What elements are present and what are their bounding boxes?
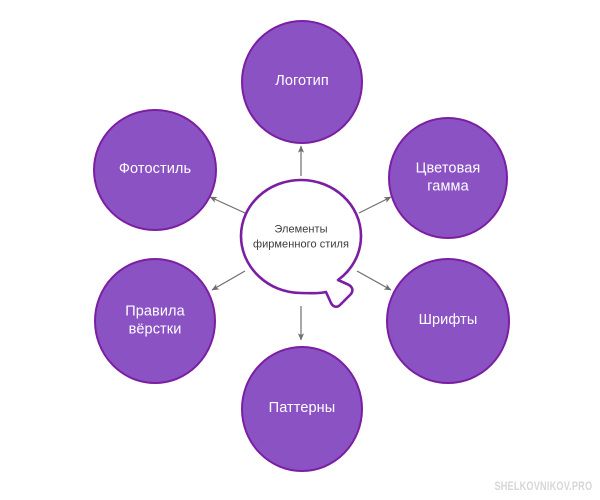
arrow-up-left bbox=[209, 196, 246, 214]
arrow-down-right bbox=[356, 270, 392, 291]
central-bubble-shape[interactable] bbox=[239, 178, 363, 309]
node-circle-shrifty[interactable] bbox=[386, 258, 510, 384]
node-circle-fotostil[interactable] bbox=[93, 109, 217, 231]
node-circle-pravila-verstki[interactable] bbox=[94, 258, 216, 384]
node-circle-cvetovaya-gamma[interactable] bbox=[388, 117, 508, 239]
node-circle-logotip[interactable] bbox=[241, 20, 363, 144]
arrow-down-left bbox=[211, 270, 246, 291]
node-group bbox=[93, 20, 510, 472]
node-circle-patterny[interactable] bbox=[241, 346, 363, 472]
arrow-up-right bbox=[358, 196, 392, 214]
arrow-group bbox=[209, 145, 392, 341]
watermark: SHELKOVNIKOV.PRO bbox=[494, 481, 592, 493]
